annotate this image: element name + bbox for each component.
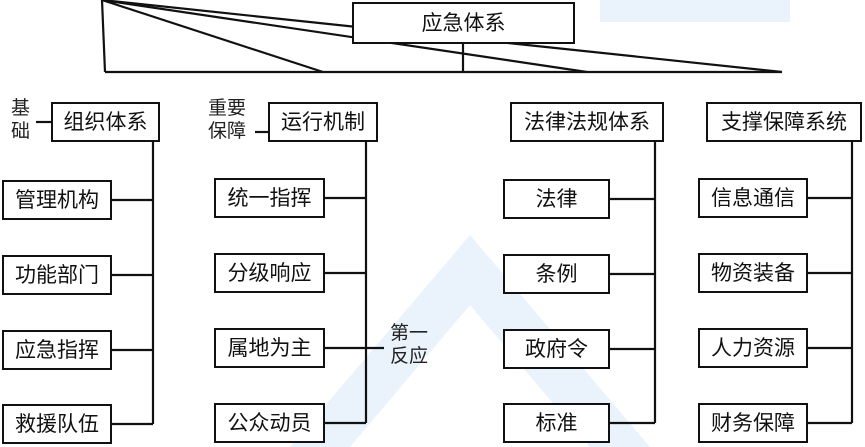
connector-line <box>100 0 107 73</box>
note-line: 保障 <box>208 120 247 142</box>
note-line: 基 <box>11 97 31 119</box>
root-node: 应急体系 <box>352 2 575 44</box>
leaf-node: 救援队伍 <box>2 404 112 444</box>
leaf-node: 分级响应 <box>214 253 325 293</box>
leaf-node: 管理机构 <box>2 180 112 220</box>
leaf-node: 公众动员 <box>214 403 325 443</box>
note-first-response: 第一 反应 <box>390 322 428 368</box>
connector-line <box>101 0 588 74</box>
leaf-node: 属地为主 <box>214 328 325 368</box>
leaf-label: 属地为主 <box>227 335 312 360</box>
leaf-node: 信息通信 <box>698 178 808 218</box>
leaf-label: 政府令 <box>525 336 588 361</box>
note-line: 础 <box>11 120 31 142</box>
leaf-label: 应急指挥 <box>15 337 99 362</box>
note-line: 第一 <box>390 322 429 344</box>
leaf-label: 信息通信 <box>711 185 795 210</box>
leaf-label: 分级响应 <box>227 260 312 285</box>
branch-label: 组织体系 <box>63 109 148 134</box>
leaf-label: 公众动员 <box>227 410 312 435</box>
leaf-node: 物资装备 <box>698 253 808 293</box>
leaf-node: 应急指挥 <box>2 330 112 370</box>
note-guarantee: 重要 保障 <box>208 97 246 143</box>
leaf-label: 管理机构 <box>15 187 99 212</box>
leaf-node: 统一指挥 <box>214 178 325 218</box>
note-foundation: 基 础 <box>11 97 30 143</box>
leaf-label: 条例 <box>535 261 578 286</box>
leaf-node: 人力资源 <box>698 328 808 368</box>
leaf-label: 功能部门 <box>15 262 99 287</box>
leaf-node: 标准 <box>503 403 610 443</box>
leaf-label: 物资装备 <box>711 260 795 285</box>
leaf-label: 救援队伍 <box>15 411 99 436</box>
branch-label: 支撑保障系统 <box>721 109 847 134</box>
leaf-node: 政府令 <box>503 329 610 369</box>
leaf-node: 条例 <box>503 254 610 294</box>
branch-support: 支撑保障系统 <box>706 102 862 142</box>
leaf-node: 财务保障 <box>698 403 808 443</box>
connector-line <box>101 0 324 74</box>
branch-label: 法律法规体系 <box>524 109 650 134</box>
branch-mechanism: 运行机制 <box>268 102 378 142</box>
leaf-label: 人力资源 <box>711 335 795 360</box>
leaf-label: 财务保障 <box>711 410 795 435</box>
branch-organization: 组织体系 <box>51 102 160 142</box>
note-line: 反应 <box>390 345 429 367</box>
leaf-node: 法律 <box>503 179 610 219</box>
leaf-label: 标准 <box>535 410 578 435</box>
note-line: 重要 <box>208 97 247 119</box>
branch-legal: 法律法规体系 <box>510 102 664 142</box>
leaf-node: 功能部门 <box>2 255 112 295</box>
leaf-label: 统一指挥 <box>227 185 312 210</box>
leaf-label: 法律 <box>535 186 578 211</box>
root-label: 应急体系 <box>421 10 506 35</box>
branch-label: 运行机制 <box>281 109 365 134</box>
